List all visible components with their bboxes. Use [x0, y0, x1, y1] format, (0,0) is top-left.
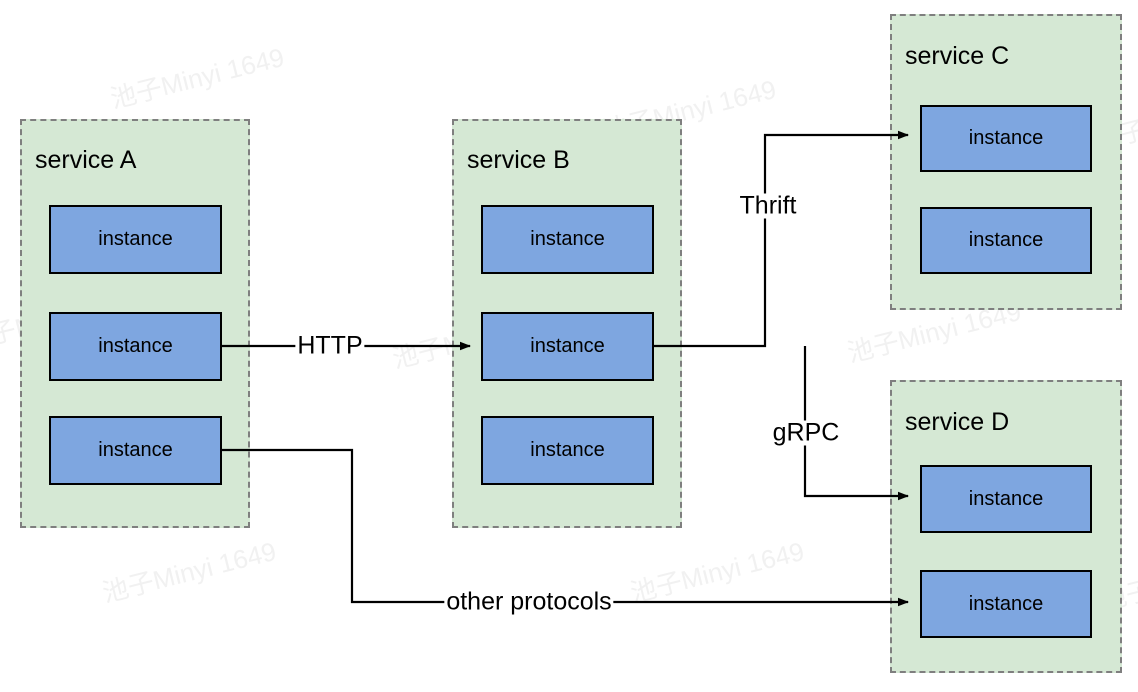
instance-box[interactable]: instance [49, 312, 222, 381]
instance-box[interactable]: instance [49, 205, 222, 274]
instance-box[interactable]: instance [481, 416, 654, 485]
instance-box[interactable]: instance [920, 207, 1092, 274]
watermark-text: 池子Minyi 1649 [107, 41, 288, 115]
service-label: service B [467, 146, 570, 174]
service-label: service A [35, 146, 137, 174]
instance-box[interactable]: instance [920, 105, 1092, 172]
edge-label-other-protocols: other protocols [444, 587, 614, 616]
instance-box[interactable]: instance [920, 465, 1092, 533]
edge-thrift-path [654, 130, 909, 348]
edge-label-http: HTTP [295, 331, 365, 360]
service-label: service C [905, 42, 1010, 70]
instance-box[interactable]: instance [49, 416, 222, 485]
edge-label-thrift: Thrift [737, 191, 799, 220]
instance-box[interactable]: instance [920, 570, 1092, 638]
instance-box[interactable]: instance [481, 205, 654, 274]
edge-label-grpc: gRPC [770, 418, 842, 447]
service-label: service D [905, 408, 1010, 436]
instance-box[interactable]: instance [481, 312, 654, 381]
watermark-text: 池子Minyi 1649 [99, 535, 280, 609]
watermark-text: 池子Minyi 1649 [627, 535, 808, 609]
